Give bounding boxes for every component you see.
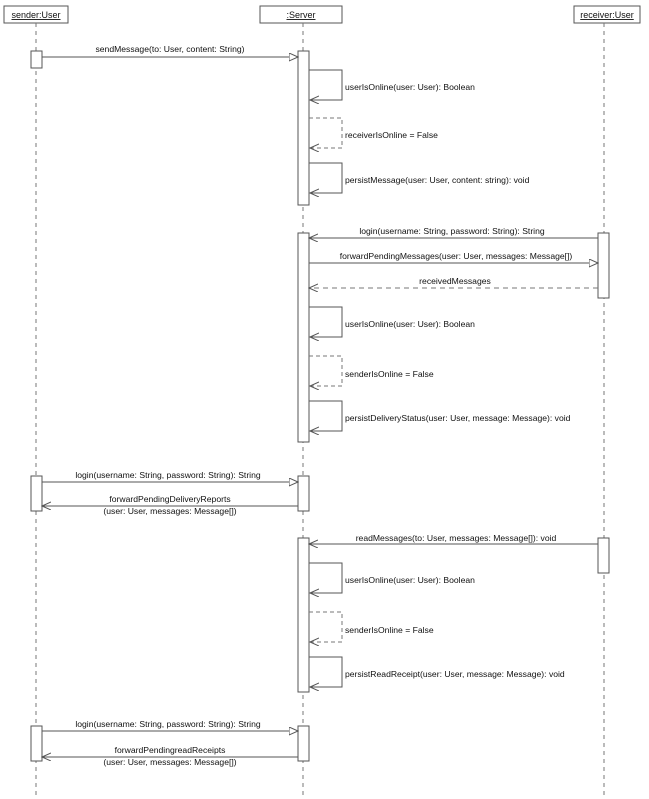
- message-forward-pending-delivery-reports[interactable]: forwardPendingDeliveryReports (user: Use…: [42, 494, 298, 516]
- svg-text:forwardPendingMessages(user: U: forwardPendingMessages(user: User, messa…: [340, 251, 573, 261]
- message-login-sender-1[interactable]: login(username: String, password: String…: [42, 470, 298, 482]
- svg-text:persistReadReceipt(user: User,: persistReadReceipt(user: User, message: …: [345, 669, 565, 679]
- activation-receiver-2: [597, 537, 610, 574]
- self-return-receiver-is-online[interactable]: receiverIsOnline = False: [309, 117, 438, 148]
- svg-text:userIsOnline(user: User): Bool: userIsOnline(user: User): Boolean: [345, 575, 475, 585]
- svg-text:login(username: String, passwo: login(username: String, password: String…: [75, 719, 261, 729]
- svg-text:persistDeliveryStatus(user: Us: persistDeliveryStatus(user: User, messag…: [345, 413, 571, 423]
- activation-server-1: [297, 50, 310, 206]
- svg-text:receiver:User: receiver:User: [580, 10, 634, 20]
- svg-text:readMessages(to: User, message: readMessages(to: User, messages: Message…: [356, 533, 557, 543]
- svg-text:sendMessage(to: User, content:: sendMessage(to: User, content: String): [95, 44, 244, 54]
- svg-text:userIsOnline(user: User): Bool: userIsOnline(user: User): Boolean: [345, 82, 475, 92]
- activation-sender-1: [30, 50, 43, 69]
- svg-text:receivedMessages: receivedMessages: [419, 276, 491, 286]
- self-return-sender-is-online-2[interactable]: senderIsOnline = False: [309, 611, 434, 642]
- return-received-messages[interactable]: receivedMessages: [309, 276, 598, 288]
- activation-sender-3: [30, 725, 43, 762]
- activation-server-5: [297, 725, 310, 762]
- svg-text:login(username: String, passwo: login(username: String, password: String…: [75, 470, 261, 480]
- self-message-persist-message[interactable]: persistMessage(user: User, content: stri…: [309, 162, 530, 193]
- svg-text::Server: :Server: [286, 10, 315, 20]
- svg-text:receiverIsOnline = False: receiverIsOnline = False: [345, 130, 438, 140]
- message-read-messages[interactable]: readMessages(to: User, messages: Message…: [309, 533, 598, 544]
- activation-receiver-1: [597, 232, 610, 299]
- lifeline-head-server[interactable]: :Server: [259, 5, 343, 24]
- activation-sender-2: [30, 475, 43, 512]
- message-login-sender-2[interactable]: login(username: String, password: String…: [42, 719, 298, 731]
- svg-text:forwardPendingreadReceipts: forwardPendingreadReceipts: [115, 745, 226, 755]
- self-return-sender-is-online-1[interactable]: senderIsOnline = False: [309, 355, 434, 386]
- message-send-message[interactable]: sendMessage(to: User, content: String): [42, 44, 298, 57]
- activation-server-4: [297, 537, 310, 693]
- self-message-persist-read-receipt[interactable]: persistReadReceipt(user: User, message: …: [309, 656, 565, 687]
- svg-text:persistMessage(user: User, con: persistMessage(user: User, content: stri…: [345, 175, 530, 185]
- svg-text:userIsOnline(user: User): Bool: userIsOnline(user: User): Boolean: [345, 319, 475, 329]
- message-forward-pending-read-receipts[interactable]: forwardPendingreadReceipts (user: User, …: [42, 745, 298, 767]
- lifeline-head-sender[interactable]: sender:User: [3, 5, 69, 24]
- message-login-receiver[interactable]: login(username: String, password: String…: [309, 226, 598, 238]
- svg-text:senderIsOnline = False: senderIsOnline = False: [345, 369, 434, 379]
- self-message-user-is-online-2[interactable]: userIsOnline(user: User): Boolean: [309, 306, 475, 337]
- self-message-user-is-online-3[interactable]: userIsOnline(user: User): Boolean: [309, 562, 475, 593]
- svg-text:senderIsOnline = False: senderIsOnline = False: [345, 625, 434, 635]
- message-forward-pending-messages[interactable]: forwardPendingMessages(user: User, messa…: [309, 251, 598, 263]
- lifeline-head-receiver[interactable]: receiver:User: [573, 5, 641, 24]
- svg-text:sender:User: sender:User: [11, 10, 60, 20]
- activation-server-2: [297, 232, 310, 443]
- svg-text:(user: User, messages: Message: (user: User, messages: Message[]): [103, 506, 236, 516]
- activation-server-3: [297, 475, 310, 512]
- svg-text:login(username: String, passwo: login(username: String, password: String…: [359, 226, 545, 236]
- self-message-user-is-online-1[interactable]: userIsOnline(user: User): Boolean: [309, 69, 475, 100]
- svg-text:(user: User, messages: Message: (user: User, messages: Message[]): [103, 757, 236, 767]
- self-message-persist-delivery-status[interactable]: persistDeliveryStatus(user: User, messag…: [309, 400, 571, 431]
- svg-text:forwardPendingDeliveryReports: forwardPendingDeliveryReports: [109, 494, 230, 504]
